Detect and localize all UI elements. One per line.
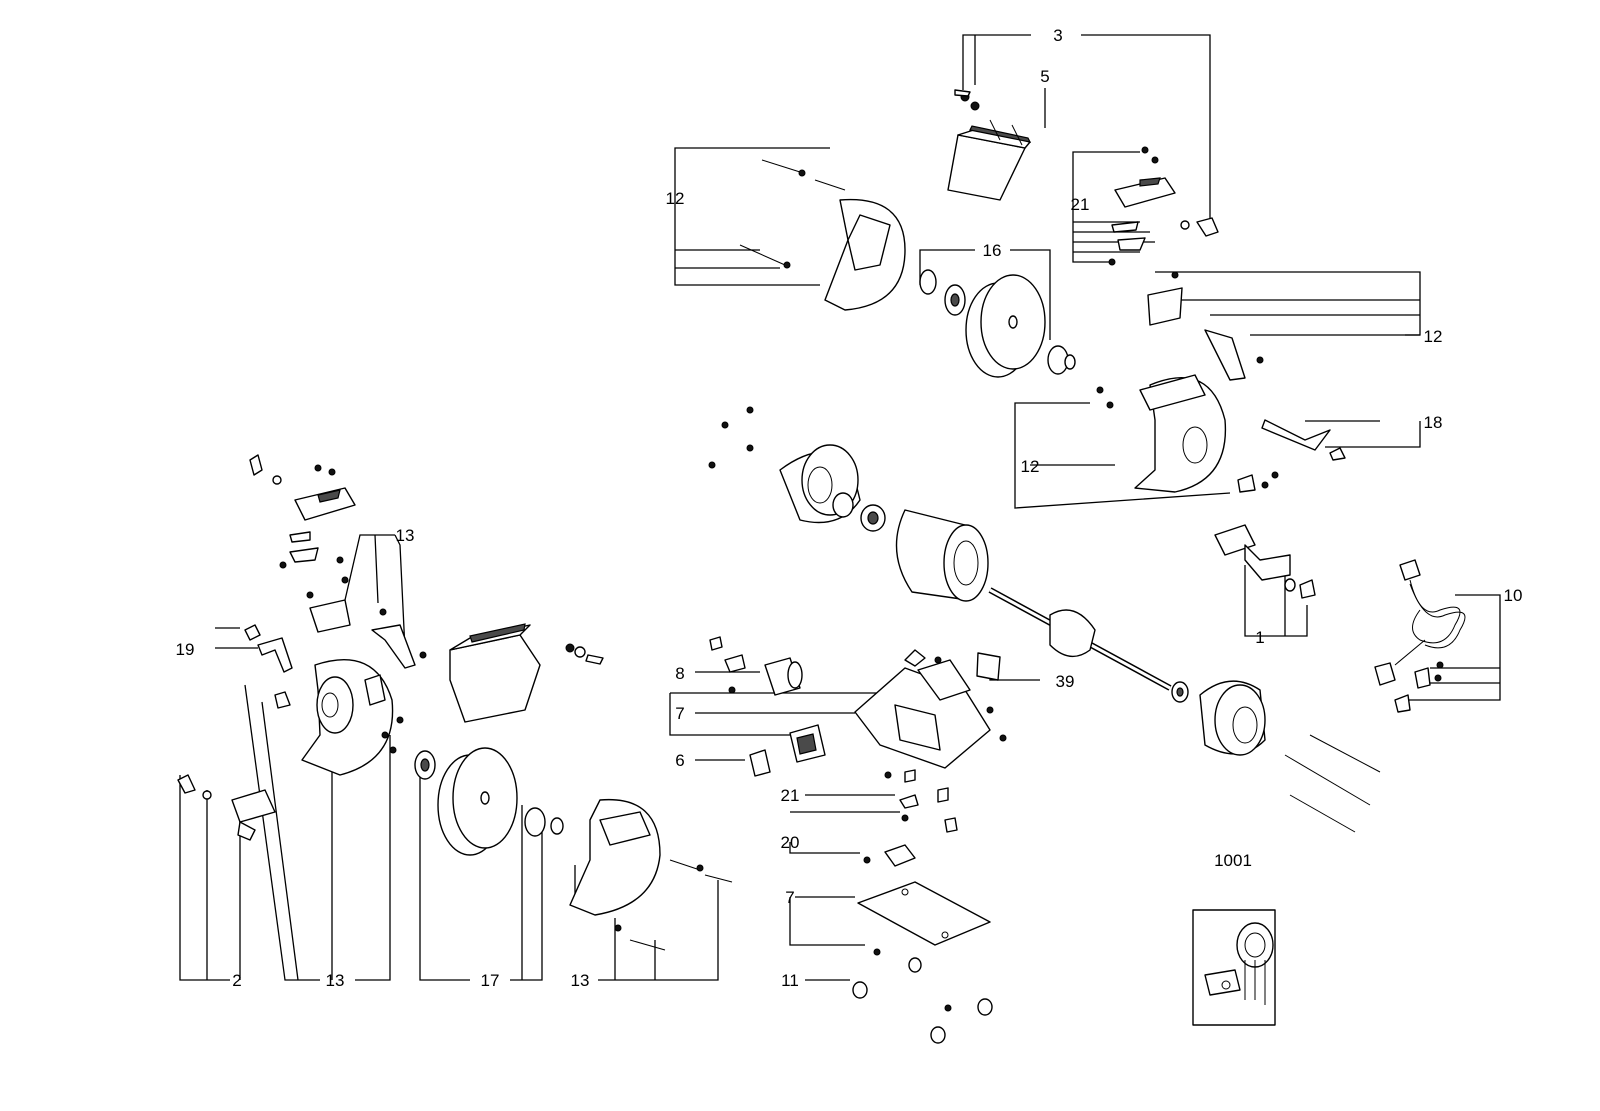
switch (749, 724, 826, 777)
tool-rest-2 (177, 774, 276, 841)
tool-rest-upper-right (1108, 146, 1219, 266)
callout-8: 8 (675, 664, 684, 683)
spark-deflector-left (257, 637, 293, 673)
callout-21-top: 21 (1071, 195, 1090, 214)
grinding-wheel-lower (414, 747, 564, 856)
tool-rest-1 (1214, 524, 1316, 599)
callout-13-bottom-left: 13 (326, 971, 345, 990)
callout-2: 2 (232, 971, 241, 990)
wiring-diagram-box (1192, 909, 1276, 1026)
callout-20: 20 (781, 833, 800, 852)
callout-labels: 3 5 12 21 16 12 12 18 1 10 39 8 7 6 21 2… (176, 26, 1523, 990)
leader-lines (179, 34, 1501, 981)
motor-rotor (988, 587, 1189, 703)
motor-endcap-right (1199, 680, 1381, 833)
power-cord (1374, 559, 1466, 713)
callout-3: 3 (1053, 26, 1062, 45)
wheel-guard-left (244, 624, 404, 776)
callout-13-bottom-right: 13 (571, 971, 590, 990)
callout-7-upper: 7 (675, 704, 684, 723)
small-fasteners-center (863, 769, 958, 867)
wheel-guard-upper-left (739, 159, 906, 311)
eye-shield-top (947, 89, 1032, 201)
base-housing (854, 649, 1007, 769)
tool-rest-left (249, 454, 356, 584)
callout-16: 16 (983, 241, 1002, 260)
callout-13-top: 13 (396, 526, 415, 545)
callout-19: 19 (176, 640, 195, 659)
callout-7-lower: 7 (785, 888, 794, 907)
spark-deflector (1237, 419, 1346, 493)
callout-17: 17 (481, 971, 500, 990)
callout-11: 11 (781, 971, 799, 990)
wheel-guard-upper-right (1096, 271, 1264, 493)
motor-stator (895, 509, 989, 602)
callout-12-right: 12 (1424, 327, 1443, 346)
callout-1: 1 (1255, 628, 1264, 647)
callout-18: 18 (1424, 413, 1443, 432)
motor-endcap-left (708, 406, 886, 532)
grinding-wheel-upper (919, 269, 1076, 378)
callout-6: 6 (675, 751, 684, 770)
eye-shield-left (449, 623, 604, 723)
base-plate (852, 881, 993, 1044)
callout-39: 39 (1056, 672, 1075, 691)
wheel-guard-lower (569, 798, 733, 951)
callout-21-lower: 21 (781, 786, 800, 805)
callout-12-middle: 12 (1021, 457, 1040, 476)
callout-1001: 1001 (1214, 851, 1252, 870)
callout-10: 10 (1504, 586, 1523, 605)
callout-5: 5 (1040, 67, 1049, 86)
guard-parts-left (306, 591, 427, 669)
capacitor (709, 636, 803, 696)
callout-12-top: 12 (666, 189, 685, 208)
label-plate (976, 652, 1001, 681)
